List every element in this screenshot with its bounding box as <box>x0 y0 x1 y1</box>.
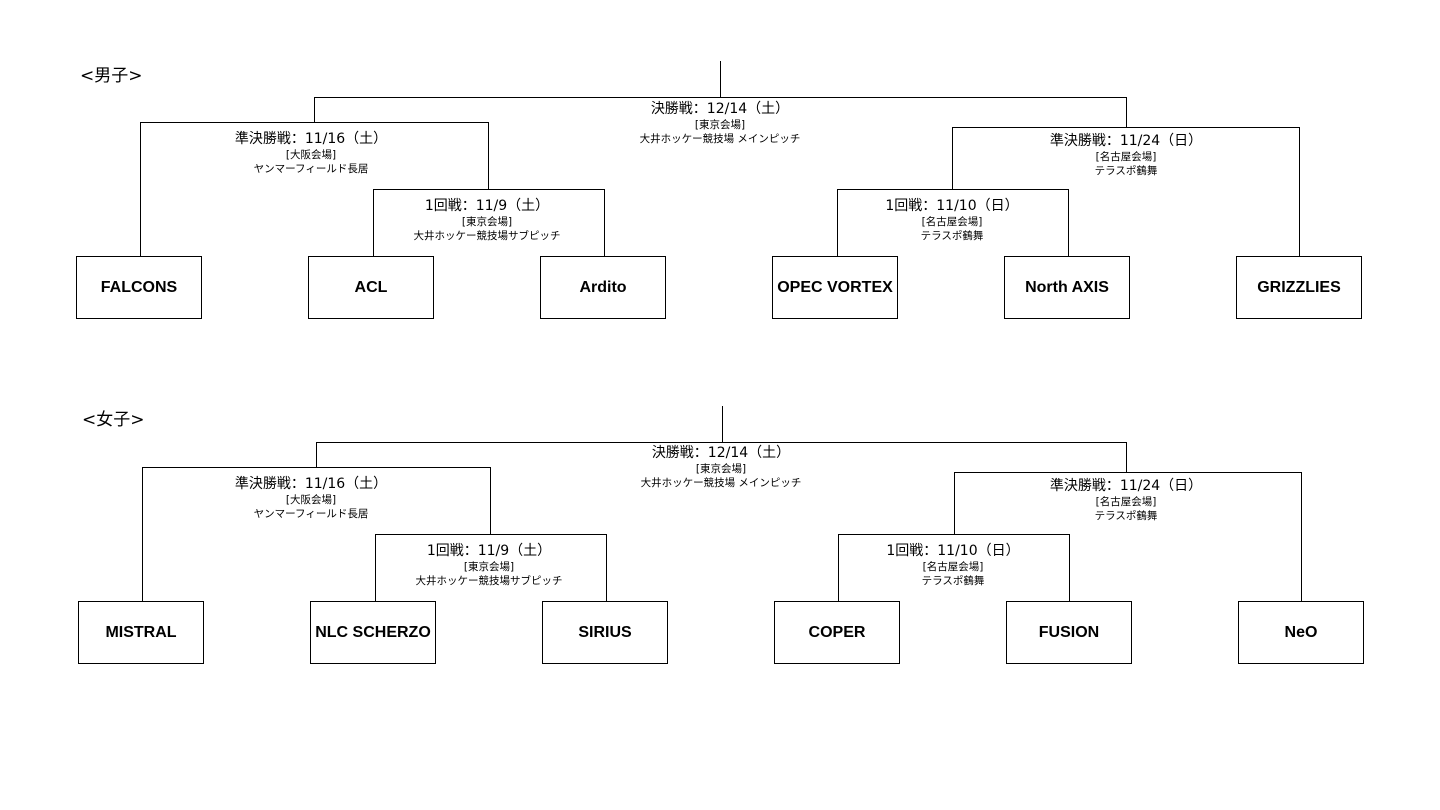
team-box: ACL <box>308 256 434 319</box>
venue-area: [名古屋会場] <box>922 560 984 573</box>
first-right-drop-line <box>838 534 839 601</box>
first-left-bar-line <box>373 189 605 190</box>
venue-name: 大井ホッケー競技場サブピッチ <box>415 574 563 587</box>
final-left-drop-line <box>314 97 315 122</box>
round-name: 1回戦：11/9（土） <box>424 198 550 214</box>
venue-name: 大井ホッケー競技場 メインピッチ <box>640 476 802 489</box>
mens-bracket: <男子> 決勝戦：12/14（土） [東京会場] 大井ホッケー競技場 メインピッ… <box>0 0 1440 330</box>
round-name: 決勝戦：12/14（土） <box>650 101 790 117</box>
team-box: North AXIS <box>1004 256 1130 319</box>
round-name: 準決勝戦：11/16（土） <box>234 476 388 492</box>
round-name: 準決勝戦：11/24（日） <box>1049 478 1203 494</box>
semi-right-bar-line <box>952 127 1300 128</box>
semi-left-drop-line <box>140 122 141 256</box>
venue-area: [名古屋会場] <box>1095 495 1157 508</box>
venue-area: [大阪会場] <box>285 148 337 161</box>
semi-right-label: 準決勝戦：11/24（日） [名古屋会場] テラスポ鶴舞 <box>1050 133 1202 178</box>
team-box: NLC SCHERZO <box>310 601 436 664</box>
venue-name: ヤンマーフィールド長居 <box>253 507 369 520</box>
team-box: FUSION <box>1006 601 1132 664</box>
semi-left-bar-line <box>142 467 491 468</box>
round-name: 1回戦：11/10（日） <box>885 198 1019 214</box>
first-left-label: 1回戦：11/9（土） [東京会場] 大井ホッケー競技場サブピッチ <box>414 198 561 243</box>
venue-area: [東京会場] <box>694 118 746 131</box>
round-name: 決勝戦：12/14（土） <box>651 445 791 461</box>
team-box: GRIZZLIES <box>1236 256 1362 319</box>
round-name: 準決勝戦：11/24（日） <box>1049 133 1203 149</box>
first-right-label: 1回戦：11/10（日） [名古屋会場] テラスポ鶴舞 <box>886 543 1019 588</box>
venue-name: 大井ホッケー競技場サブピッチ <box>413 229 561 242</box>
bracket-heading: <男子> <box>80 66 143 86</box>
final-right-drop-line <box>1126 442 1127 472</box>
final-stem-line <box>722 406 723 442</box>
first-left-drop-line-2 <box>604 189 605 256</box>
venue-name: テラスポ鶴舞 <box>1094 509 1158 522</box>
first-left-label: 1回戦：11/9（土） [東京会場] 大井ホッケー競技場サブピッチ <box>416 543 563 588</box>
first-left-bar-line <box>375 534 607 535</box>
venue-name: テラスポ鶴舞 <box>920 229 984 242</box>
round-name: 準決勝戦：11/16（土） <box>234 131 388 147</box>
venue-name: テラスポ鶴舞 <box>921 574 985 587</box>
first-right-label: 1回戦：11/10（日） [名古屋会場] テラスポ鶴舞 <box>885 198 1018 243</box>
semi-left-drop-line-2 <box>490 467 491 534</box>
team-box: SIRIUS <box>542 601 668 664</box>
round-name: 1回戦：11/9（土） <box>426 543 552 559</box>
team-box: MISTRAL <box>78 601 204 664</box>
first-right-drop-line-2 <box>1069 534 1070 601</box>
semi-right-drop-line-2 <box>1299 127 1300 256</box>
first-right-bar-line <box>837 189 1069 190</box>
venue-area: [東京会場] <box>461 215 513 228</box>
final-bar-line <box>316 442 1127 443</box>
team-box: FALCONS <box>76 256 202 319</box>
final-right-drop-line <box>1126 97 1127 127</box>
venue-area: [東京会場] <box>695 462 747 475</box>
venue-area: [東京会場] <box>463 560 515 573</box>
semi-right-bar-line <box>954 472 1302 473</box>
final-left-drop-line <box>316 442 317 467</box>
venue-name: 大井ホッケー競技場 メインピッチ <box>639 132 801 145</box>
first-left-drop-line <box>375 534 376 601</box>
venue-name: テラスポ鶴舞 <box>1094 164 1158 177</box>
venue-name: ヤンマーフィールド長居 <box>253 162 369 175</box>
semi-left-drop-line-2 <box>488 122 489 189</box>
team-box: OPEC VORTEX <box>772 256 898 319</box>
team-box: NeO <box>1238 601 1364 664</box>
semi-right-drop-line-2 <box>1301 472 1302 601</box>
team-box: COPER <box>774 601 900 664</box>
semi-left-label: 準決勝戦：11/16（土） [大阪会場] ヤンマーフィールド長居 <box>235 131 387 176</box>
venue-area: [大阪会場] <box>285 493 337 506</box>
final-stem-line <box>720 61 721 97</box>
semi-right-drop-line <box>954 472 955 534</box>
bracket-heading: <女子> <box>82 410 145 430</box>
round-name: 1回戦：11/10（日） <box>886 543 1020 559</box>
final-label: 決勝戦：12/14（土） [東京会場] 大井ホッケー競技場 メインピッチ <box>640 101 801 146</box>
first-left-drop-line-2 <box>606 534 607 601</box>
first-right-drop-line-2 <box>1068 189 1069 256</box>
semi-left-bar-line <box>140 122 489 123</box>
first-right-bar-line <box>838 534 1070 535</box>
womens-bracket: <女子> 決勝戦：12/14（土） [東京会場] 大井ホッケー競技場 メインピッ… <box>0 345 1440 675</box>
first-right-drop-line <box>837 189 838 256</box>
final-bar-line <box>314 97 1126 98</box>
final-label: 決勝戦：12/14（土） [東京会場] 大井ホッケー競技場 メインピッチ <box>641 445 802 490</box>
first-left-drop-line <box>373 189 374 256</box>
semi-left-drop-line <box>142 467 143 601</box>
venue-area: [名古屋会場] <box>1095 150 1157 163</box>
venue-area: [名古屋会場] <box>921 215 983 228</box>
team-box: Ardito <box>540 256 666 319</box>
semi-right-drop-line <box>952 127 953 189</box>
semi-right-label: 準決勝戦：11/24（日） [名古屋会場] テラスポ鶴舞 <box>1050 478 1202 523</box>
semi-left-label: 準決勝戦：11/16（土） [大阪会場] ヤンマーフィールド長居 <box>235 476 387 521</box>
